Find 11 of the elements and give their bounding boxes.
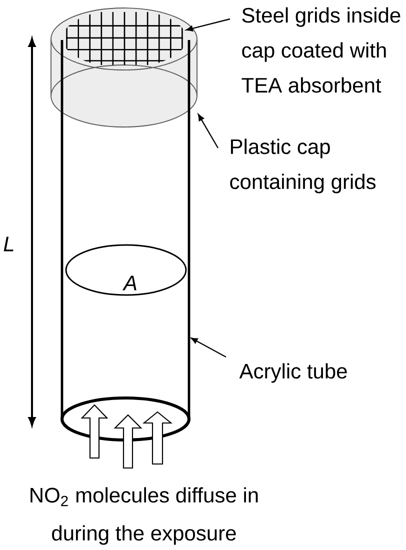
callout-text: Plastic cap containing grids bbox=[230, 138, 376, 194]
mesh-grid bbox=[66, 12, 183, 65]
dimension-label: L bbox=[4, 236, 14, 252]
callout-text: Steel grids inside cap coated with TEA absorbent bbox=[242, 7, 400, 93]
annotation-text: NO$_{2}$ molecules diffuse in during the exposure bbox=[30, 487, 258, 545]
callout-text: Acrylic tube bbox=[239, 363, 347, 383]
leader-arrow bbox=[186, 18, 230, 32]
leader-arrow bbox=[190, 338, 226, 358]
leader-arrow bbox=[198, 114, 219, 148]
tube-cylinder bbox=[60, 40, 191, 442]
cap-cylinder bbox=[50, 8, 198, 128]
